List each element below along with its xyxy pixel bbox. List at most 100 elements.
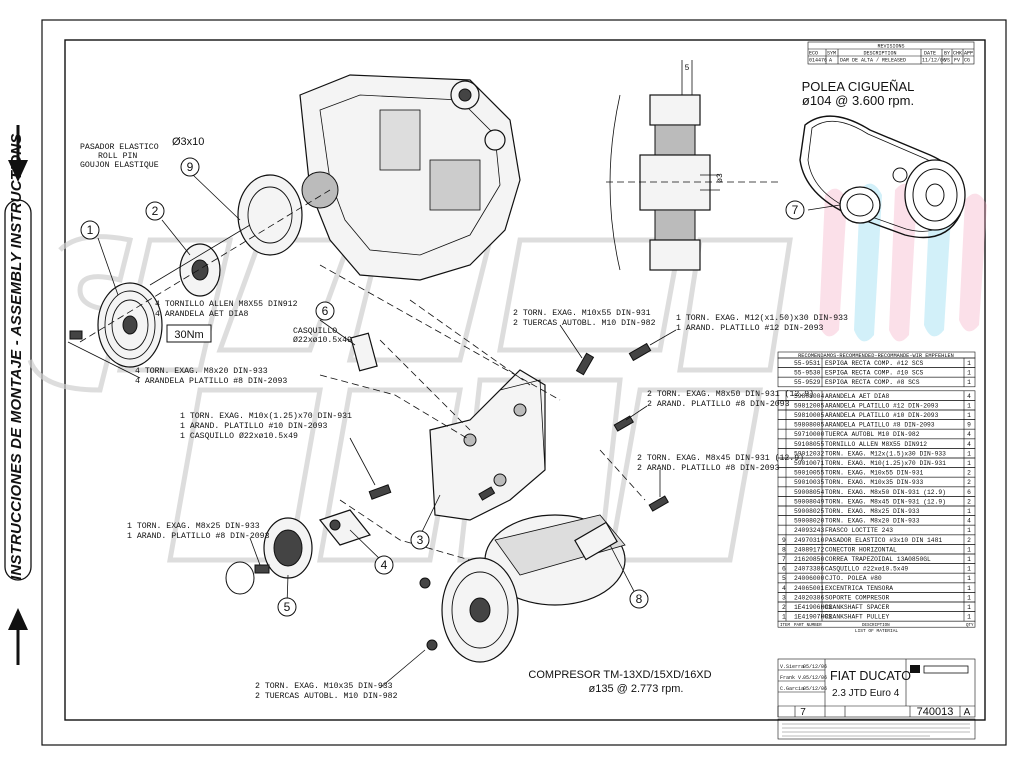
bom-item-qty: 1 (967, 575, 971, 582)
bom-rec-desc: ESPIGA RECTA COMP. #12 SCS (825, 360, 923, 367)
drawing-number: 740013 (917, 706, 954, 718)
torque-box (166, 324, 212, 343)
bom-item-qty: 1 (967, 604, 971, 611)
bom-rec-desc: ESPIGA RECTA COMP. #8 SCS (825, 379, 920, 386)
ac-compressor (441, 514, 626, 663)
dim-5: 5 (685, 64, 690, 73)
note-m10x125-1: 1 TORN. EXAG. M10x(1.25)x70 DIN-931 (180, 411, 352, 421)
callout-markers: 1 2 3 4 5 6 7 8 9 (80, 157, 805, 617)
rev-date: 11/12/06 (922, 58, 946, 64)
bom-item-code: 59008049 (794, 498, 824, 505)
bom-item-qty: 1 (967, 546, 971, 553)
title-block: V.Sierra 05/12/06 Frank V. 05/12/06 C.Ga… (777, 658, 976, 718)
bom-item-desc: TORN. EXAG. M8x45 DIN-931 (12.9) (825, 498, 946, 505)
bom-item-qty: 4 (967, 431, 971, 438)
idler-pulley (225, 517, 313, 595)
note-m10x125-3: 1 CASQUILLO Ø22xø10.5x49 (180, 431, 298, 441)
bom-footer-col: DESCRIPTION (862, 624, 890, 628)
bom-rec-code: 55-9530 (794, 370, 821, 377)
bom-item-code: 24089172 (794, 546, 824, 553)
pin-label-fr: GOUJON ELASTIQUE (80, 161, 159, 170)
bom-item-qty: 1 (967, 450, 971, 457)
bom-item-code: 59108055 (794, 441, 824, 448)
bom-rec-code: 55-9529 (794, 379, 821, 386)
bom-item-qty: 1 (967, 585, 971, 592)
drawn-name-3: C.Garcia (780, 686, 804, 692)
bom-rec-qty: 1 (967, 379, 971, 386)
rev-sym: A (829, 58, 832, 64)
bom-item-code: 24093243 (794, 527, 824, 534)
bom-item-number: 9 (782, 537, 786, 544)
bom-item-desc: EXCENTRICA TENSORA (825, 585, 893, 592)
bom-item-code: 24073386 (794, 566, 824, 573)
callout-8: 8 (636, 592, 643, 606)
bom-item-qty: 4 (967, 393, 971, 400)
bom-item-desc: CRANKSHAFT SPACER (825, 604, 889, 611)
bom-item-code: 59808005 (794, 422, 824, 429)
bom-item-desc: CJTO. POLEA #80 (825, 575, 882, 582)
rev-eco: 014476 (809, 58, 827, 64)
bom-item-desc: TORN. EXAG. M8x25 DIN-933 (825, 508, 920, 515)
bom-header: RECOMENDAMOS-RECOMMENDED-RECOMMANDE-WIR … (798, 353, 954, 359)
bom-item-code: 59010071 (794, 460, 824, 467)
bom-item-code: 24065001 (794, 585, 824, 592)
belt-layout-diagram (799, 115, 966, 239)
bom-item-number: 2 (782, 604, 786, 611)
rev-col-by: BY (944, 51, 950, 57)
rev-col-description: DESCRIPTION (863, 51, 896, 57)
note-m8x45-2: 2 ARAND. PLATILLO #8 DIN-2093 (637, 464, 780, 473)
bom-item-code: 24006000 (794, 575, 824, 582)
note-casquillo-1: CASQUILLO (293, 327, 337, 336)
pin-label-es: PASADOR ELASTICO (80, 143, 159, 152)
note-m12-2: 1 ARAND. PLATILLO #12 DIN-2093 (676, 324, 823, 333)
note-m10x55-2: 2 TUERCAS AUTOBL. M10 DIN-982 (513, 319, 656, 328)
dim-3: ø3 (716, 173, 725, 183)
drawn-date-3: 05/12/06 (803, 686, 827, 692)
callout-6: 6 (322, 304, 329, 318)
bom-item-code: 59710000 (794, 431, 824, 438)
bom-item-code: 59012032 (794, 450, 824, 457)
bom-item-qty: 2 (967, 498, 971, 505)
crankshaft-hub (237, 171, 339, 256)
bom-item-desc: CONECTOR HORIZONTAL (825, 546, 897, 553)
tensioner-eccentric (318, 509, 372, 546)
bom-item-desc: SOPORTE COMPRESOR (825, 594, 889, 601)
note-m8x25-1: 1 TORN. EXAG. M8x25 DIN-933 (127, 522, 260, 531)
note-m12-1: 1 TORN. EXAG. M12(x1.50)x30 DIN-933 (676, 313, 848, 323)
company-logo-icon (910, 665, 920, 673)
arrow-up-icon (8, 608, 28, 665)
rev-col-eco: ECO (809, 51, 818, 57)
bom-recommended-row (777, 376, 976, 388)
bom-recommended-rows: 55-9531 ESPIGA RECTA COMP. #12 SCS 1 55-953… (777, 357, 976, 388)
bom-item-code: 59010055 (794, 470, 824, 477)
bom-item-code: 59810005 (794, 412, 824, 419)
bom-item-qty: 1 (967, 508, 971, 515)
bom-item-code: 21620850 (794, 556, 824, 563)
drawing-rev: A (964, 707, 971, 718)
bom-item-code: 59008025 (794, 508, 824, 515)
rev-chk: FV (954, 58, 960, 64)
bom-item-desc: TORN. EXAG. M8x50 DIN-931 (12.9) (825, 489, 946, 496)
legal-notice-box (777, 718, 976, 740)
rev-by: VS (944, 58, 950, 64)
bom-item-code: 59808004 (794, 393, 824, 400)
bom-rec-code: 55-9531 (794, 360, 821, 367)
note-m8x50-2: 2 ARAND. PLATILLO #8 DIN-2093 (647, 400, 790, 409)
bom-item-qty: 1 (967, 412, 971, 419)
bom-item-number: 3 (782, 594, 786, 601)
crankshaft-spacer (179, 243, 221, 297)
bom-item-number: 7 (782, 556, 786, 563)
engine-name: 2.3 JTD Euro 4 (832, 688, 900, 699)
bom-item-desc: FRASCO LOCTITE 243 (825, 527, 893, 534)
bill-of-materials-table: RECOMENDAMOS-RECOMMENDED-RECOMMANDE-WIR … (777, 351, 976, 634)
callout-3: 3 (417, 533, 424, 547)
bom-item-desc: TORN. EXAG. M10(1.25)x70 DIN-931 (825, 460, 946, 467)
rev-col-date: DATE (924, 51, 936, 57)
company-logo-text-icon (923, 665, 969, 674)
note-m8x45-1: 2 TORN. EXAG. M8x45 DIN-931 (12.9) (637, 453, 804, 463)
bom-item-qty: 4 (967, 518, 971, 525)
bom-item-desc: TORN. EXAG. M10x35 DIN-933 (825, 479, 923, 486)
engine-block (299, 74, 521, 281)
bom-item-qty: 1 (967, 614, 971, 621)
